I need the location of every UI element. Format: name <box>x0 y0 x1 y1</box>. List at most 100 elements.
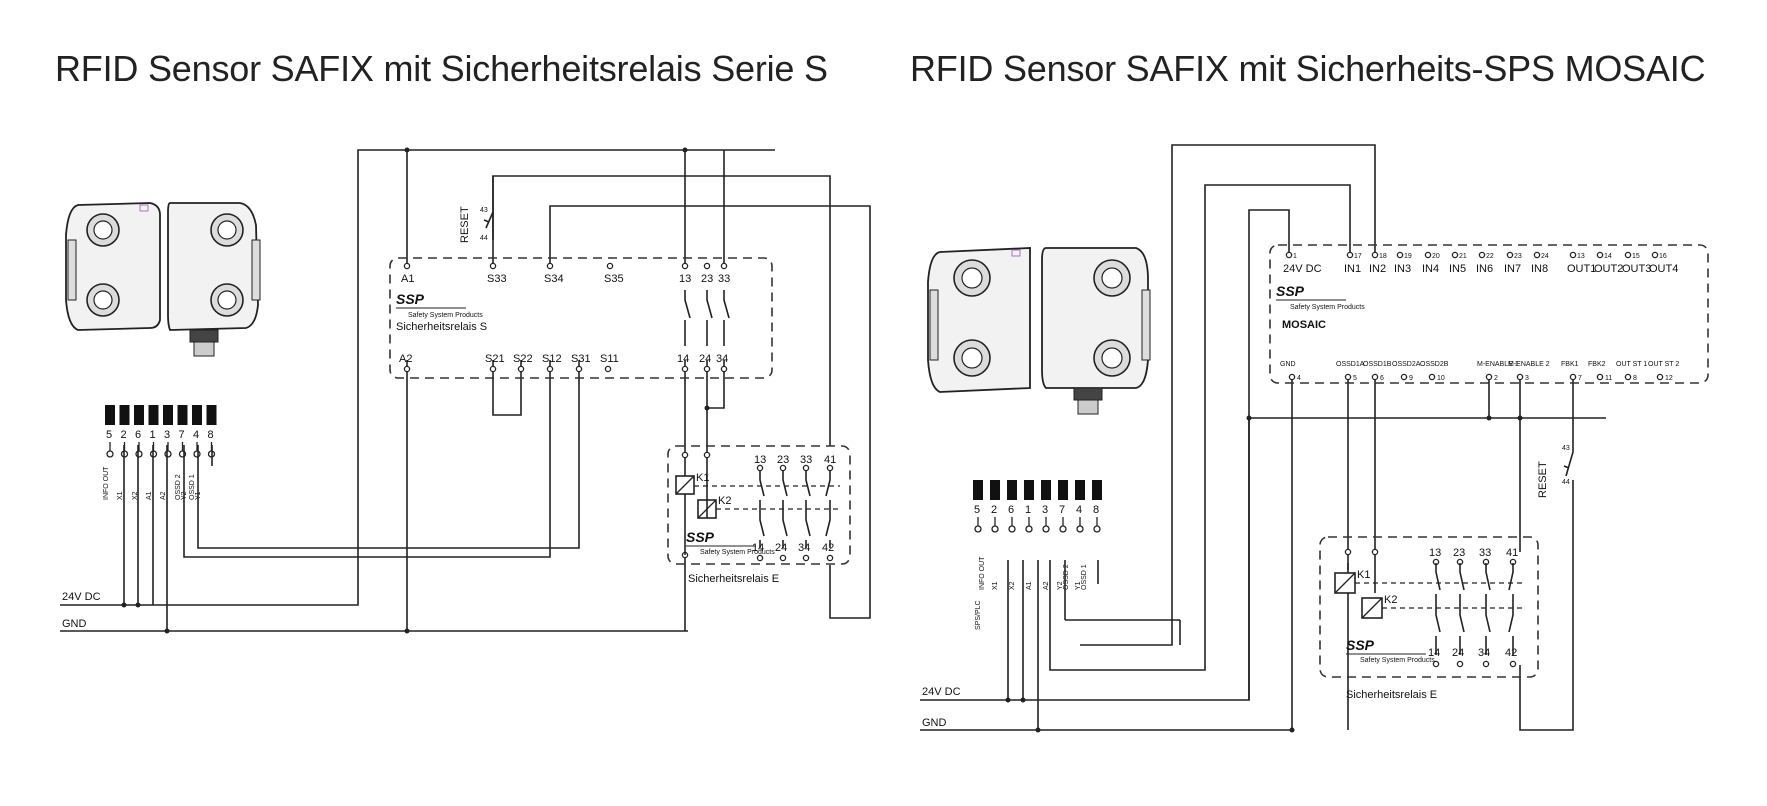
connector-pin-block <box>134 405 144 425</box>
connector-pin-number: 7 <box>179 429 185 441</box>
connector-pin-number: 4 <box>193 429 199 441</box>
connector-pin-terminal <box>1076 525 1084 533</box>
mosaic-terminal <box>1624 373 1632 381</box>
mosaic-terminal-name: M-ENABLE 1 <box>1477 361 1519 368</box>
connector-signal-label: X2 <box>1009 581 1016 590</box>
relay-e-terminal <box>756 464 764 472</box>
mosaic-label: MOSAIC <box>1282 319 1326 331</box>
mosaic-terminal-name: OUT ST 1 <box>1616 361 1647 368</box>
mosaic-terminal <box>1478 251 1486 259</box>
connector-signal-label: X2 <box>132 491 139 500</box>
connector-pin-block <box>206 405 217 425</box>
connector-signal-label: OSSD 2 <box>175 474 182 500</box>
relay-s-terminal-label: A1 <box>401 273 414 285</box>
relay-e-terminal <box>1432 660 1440 668</box>
right-power-label: 24V DC <box>922 686 961 698</box>
mosaic-terminal-number: 6 <box>1380 375 1384 382</box>
relay-e-terminal <box>1344 548 1352 556</box>
mosaic-terminal-name: OUT3 <box>1622 263 1651 275</box>
right-coil-k1: K1 <box>1357 569 1370 581</box>
relay-s-label: Sicherheitsrelais S <box>396 321 487 333</box>
relay-e-terminal-label: 24 <box>775 542 787 554</box>
relay-s-terminal <box>720 365 728 373</box>
connector-pin-block <box>990 480 1000 500</box>
mosaic-terminal-number: 1 <box>1293 253 1297 260</box>
mosaic-terminal-number: 8 <box>1633 375 1637 382</box>
svg-text:44: 44 <box>480 235 488 242</box>
relay-s-terminal <box>546 262 554 270</box>
connector-signal-label: INFO OUT <box>979 556 986 590</box>
mosaic-terminal-number: 15 <box>1632 253 1640 260</box>
left-wires <box>60 147 871 634</box>
mosaic-terminal <box>1344 373 1352 381</box>
connector-pin-block <box>148 405 159 425</box>
relay-e-terminal-label: 13 <box>754 454 766 466</box>
right-relay-e-brand: SSP <box>1346 637 1375 653</box>
connector-pin-block <box>973 480 983 500</box>
connector-pin-number: 7 <box>1059 504 1065 516</box>
svg-text:44: 44 <box>1562 479 1570 486</box>
mosaic-terminal <box>1516 373 1524 381</box>
relay-s-terminal <box>403 365 411 373</box>
right-diagram-title: RFID Sensor SAFIX mit Sicherheits-SPS MO… <box>910 48 1706 89</box>
connector-pin-terminal <box>106 450 114 458</box>
mosaic-terminal-number: 21 <box>1459 253 1467 260</box>
relay-e-terminal-label: 42 <box>1505 647 1517 659</box>
left-relay-e-brand-sub: Safety System Products <box>700 549 775 556</box>
mosaic-terminal-name: FBK2 <box>1588 361 1606 368</box>
relay-s-terminal-label: S33 <box>487 273 507 285</box>
mosaic-terminal <box>1285 251 1293 259</box>
mosaic-terminal-name: M-ENABLE 2 <box>1508 361 1550 368</box>
mosaic-terminal-number: 20 <box>1432 253 1440 260</box>
mosaic-terminal-number: 12 <box>1665 375 1673 382</box>
mosaic-terminal-name: OSSD1A <box>1336 361 1365 368</box>
relay-e-terminal <box>779 464 787 472</box>
relay-e-terminal-label: 42 <box>822 542 834 554</box>
left-sensor-image <box>65 202 261 357</box>
relay-s-brand-sub: Safety System Products <box>408 312 483 319</box>
mosaic-terminal <box>1371 251 1379 259</box>
relay-e-terminal-label: 14 <box>1428 647 1440 659</box>
relay-s-terminal <box>489 262 497 270</box>
mosaic-terminal-number: 4 <box>1297 375 1301 382</box>
relay-s-terminal <box>681 365 689 373</box>
mosaic-terminal-number: 13 <box>1577 253 1585 260</box>
mosaic-terminal-number: 14 <box>1604 253 1612 260</box>
connector-signal-label: X1 <box>117 491 124 500</box>
connector-pin-number: 8 <box>208 429 214 441</box>
connector-pin-number: 5 <box>974 504 980 516</box>
mosaic-terminal-name: FBK1 <box>1561 361 1579 368</box>
relay-s-terminal-label: S11 <box>600 353 619 365</box>
right-relay-e-label: Sicherheitsrelais E <box>1346 689 1437 701</box>
connector-signal-label: A1 <box>1026 581 1033 590</box>
mosaic-terminal <box>1624 251 1632 259</box>
mosaic-terminal <box>1371 373 1379 381</box>
mosaic-terminal-name: IN5 <box>1449 263 1466 275</box>
connector-signal-label: OSSD 2 <box>1063 564 1070 590</box>
mosaic-terminal-name: IN2 <box>1369 263 1386 275</box>
relay-e-terminal <box>802 464 810 472</box>
connector-signal-label: A1 <box>146 491 153 500</box>
mosaic-terminal-number: 5 <box>1353 375 1357 382</box>
connector-pin-number: 2 <box>121 429 127 441</box>
right-coil-k2: K2 <box>1384 594 1397 606</box>
connector-pin-terminal <box>1042 525 1050 533</box>
connector-pin-terminal <box>974 525 982 533</box>
relay-e-terminal-label: 24 <box>1452 647 1464 659</box>
relay-s-terminal <box>517 365 525 373</box>
right-reset-switch: RESET 43 44 <box>1537 445 1574 498</box>
relay-s-terminal <box>720 262 728 270</box>
relay-s-terminal <box>546 365 554 373</box>
connector-pin-number: 5 <box>106 429 112 441</box>
connector-signal-label: OSSD 1 <box>189 474 196 500</box>
connector-pin-number: 4 <box>1076 504 1082 516</box>
connector-signal-label: Y2 <box>1057 581 1064 590</box>
relay-s-terminal <box>681 262 689 270</box>
mosaic-terminal-name: IN6 <box>1476 263 1493 275</box>
relay-s-terminal-label: 13 <box>679 273 691 285</box>
relay-e-terminal <box>802 554 810 562</box>
relay-s-terminal <box>703 262 711 270</box>
connector-pin-block <box>1092 480 1102 500</box>
mosaic-terminal-number: 24 <box>1541 253 1549 260</box>
